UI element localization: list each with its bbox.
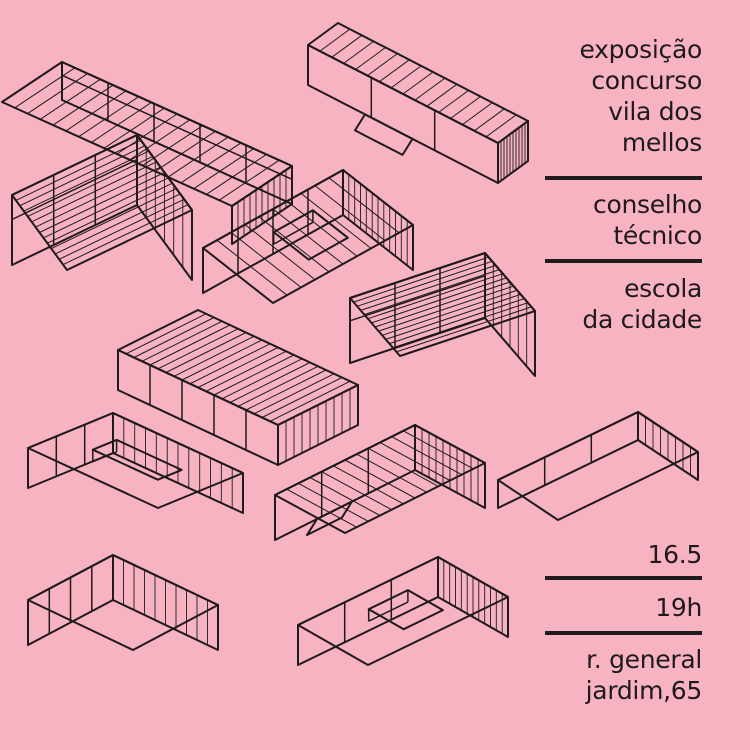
house-drawing — [297, 556, 509, 666]
subtitle-line-2: técnico — [613, 221, 702, 250]
house-drawing — [274, 424, 486, 541]
title-line-3: vila dos — [608, 97, 702, 126]
house-drawing — [202, 169, 414, 304]
organizer-line-2: da cidade — [582, 305, 702, 334]
house-drawing — [349, 252, 536, 377]
title-line-2: concurso — [591, 66, 702, 95]
divider-1 — [545, 176, 702, 180]
house-drawing — [497, 411, 699, 521]
subtitle-line-1: conselho — [593, 190, 702, 219]
organizer-line-1: escola — [624, 274, 702, 303]
address-line-2: jardim,65 — [585, 676, 703, 705]
title-line-1: exposição — [579, 35, 702, 64]
house-drawing — [307, 22, 529, 184]
title-line-4: mellos — [621, 128, 702, 157]
house-drawing — [117, 309, 359, 466]
house-drawing — [11, 134, 193, 281]
event-time: 19h — [655, 593, 702, 622]
event-date: 16.5 — [647, 540, 703, 569]
house-drawing — [27, 554, 219, 651]
address-line-1: r. general — [586, 645, 702, 674]
divider-4 — [545, 631, 702, 635]
divider-3 — [545, 576, 702, 580]
house-drawing — [1, 61, 293, 245]
house-drawing — [27, 412, 244, 514]
divider-2 — [545, 259, 702, 263]
